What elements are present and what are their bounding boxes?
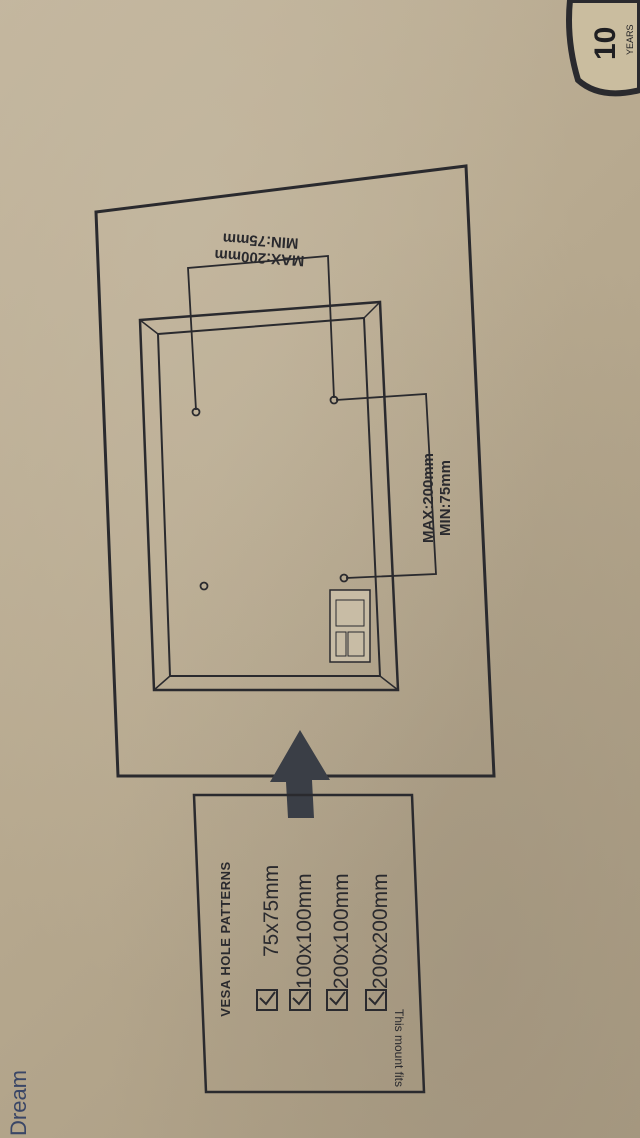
- hole-bottom-left: [199, 581, 209, 591]
- checkbox-100: [289, 989, 311, 1011]
- vertical-dimension: MAX:200mm MIN:75mm: [420, 438, 464, 558]
- vesa-pattern-100: 100x100mm: [293, 873, 316, 989]
- dim-bracket-horizontal: [187, 255, 335, 411]
- badge-unit: YEARS: [625, 24, 635, 55]
- vesa-pattern-200x100: 200x100mm: [330, 873, 353, 989]
- badge-number: 10: [589, 26, 622, 60]
- outer-frame: [94, 164, 496, 778]
- checkbox-200x100: [326, 989, 348, 1011]
- vesa-title: VESA HOLE PATTERNS: [218, 861, 233, 1017]
- vesa-pattern-75: 75x75mm: [260, 864, 283, 957]
- vesa-fits-label: This mount fits: [392, 1008, 406, 1088]
- dim-bracket-vertical: [335, 393, 437, 579]
- checkbox-75: [256, 989, 278, 1011]
- vesa-box: [192, 793, 426, 1094]
- arrow-up-icon: [270, 730, 330, 818]
- brand-text: Dream: [6, 1069, 31, 1136]
- vertical-min: MIN:75mm: [437, 460, 454, 536]
- warranty-badge: [566, 0, 640, 97]
- vertical-max: MAX:200mm: [420, 452, 437, 544]
- vesa-pattern-200x200: 200x200mm: [369, 873, 392, 989]
- checkbox-200x200: [365, 989, 387, 1011]
